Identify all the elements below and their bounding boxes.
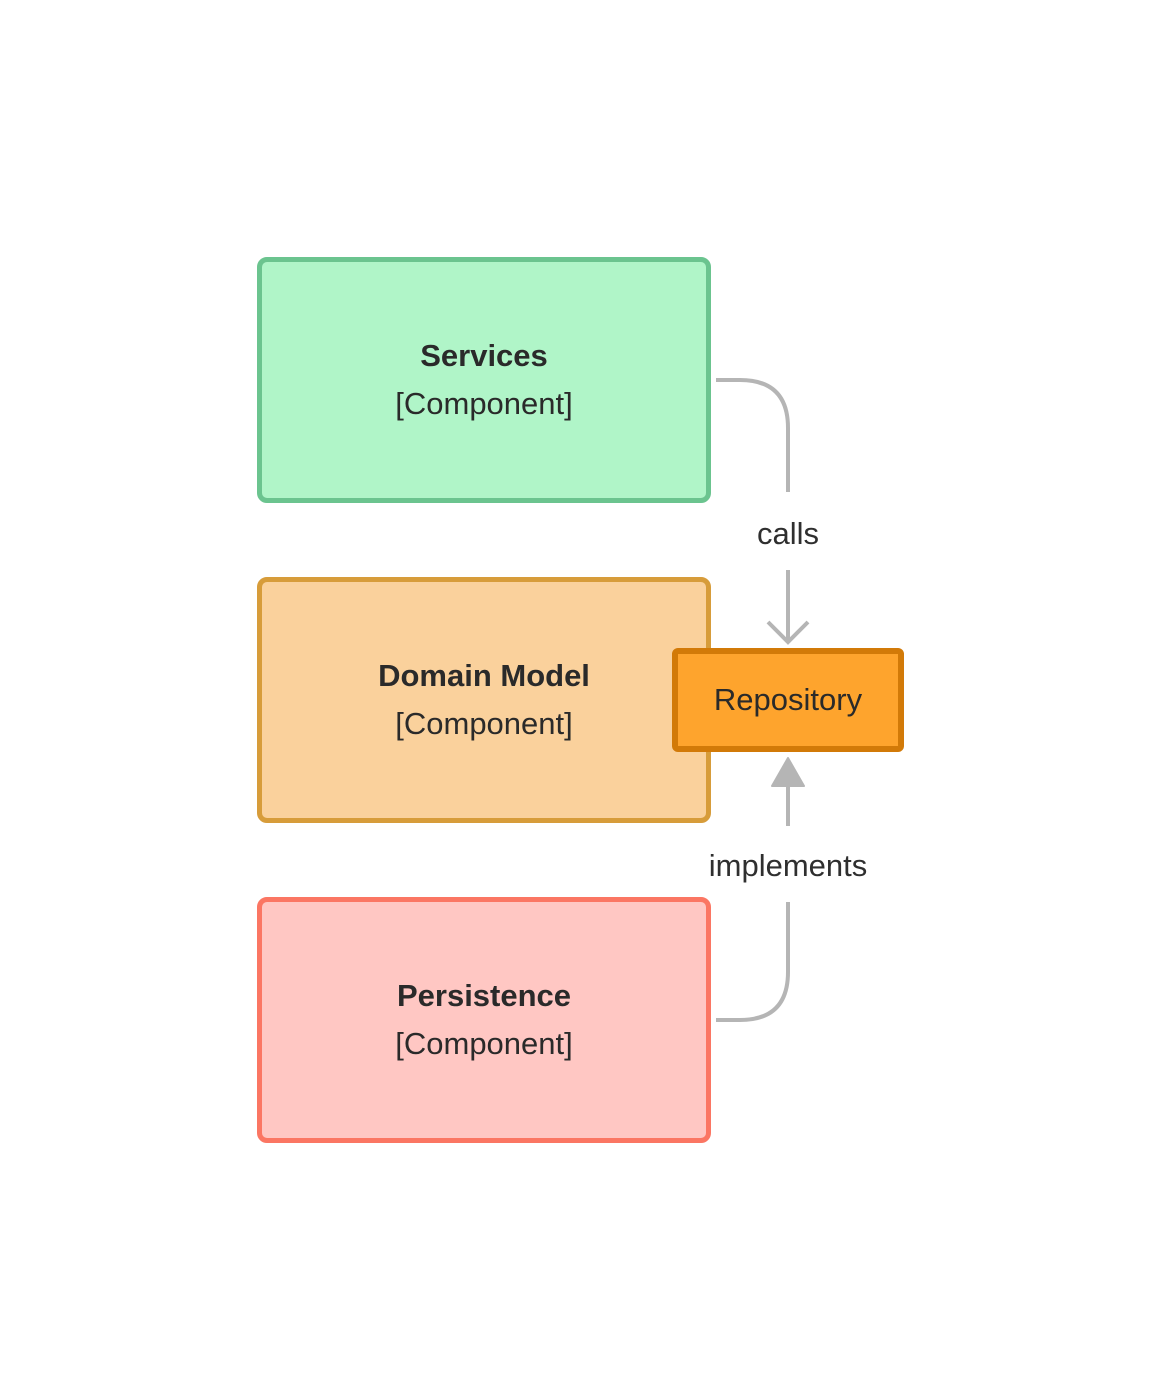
- calls-arrowhead-icon: [766, 620, 810, 645]
- persistence-component[interactable]: Persistence [Component]: [257, 897, 711, 1143]
- repository-interface[interactable]: Repository: [672, 648, 904, 752]
- domain-model-title: Domain Model: [378, 658, 590, 693]
- domain-model-component[interactable]: Domain Model [Component]: [257, 577, 711, 823]
- calls-connector-upper: [716, 378, 790, 492]
- persistence-type: [Component]: [395, 1026, 573, 1061]
- implements-connector-lower: [716, 902, 790, 1022]
- persistence-title: Persistence: [396, 978, 572, 1013]
- services-component[interactable]: Services [Component]: [257, 257, 711, 503]
- domain-model-type: [Component]: [395, 706, 573, 741]
- calls-edge-label: calls: [756, 516, 820, 551]
- repository-label: Repository: [713, 682, 863, 717]
- services-type: [Component]: [395, 386, 573, 421]
- services-title: Services: [420, 338, 548, 373]
- implements-arrowhead-icon: [771, 757, 805, 787]
- implements-edge-label: implements: [708, 848, 868, 883]
